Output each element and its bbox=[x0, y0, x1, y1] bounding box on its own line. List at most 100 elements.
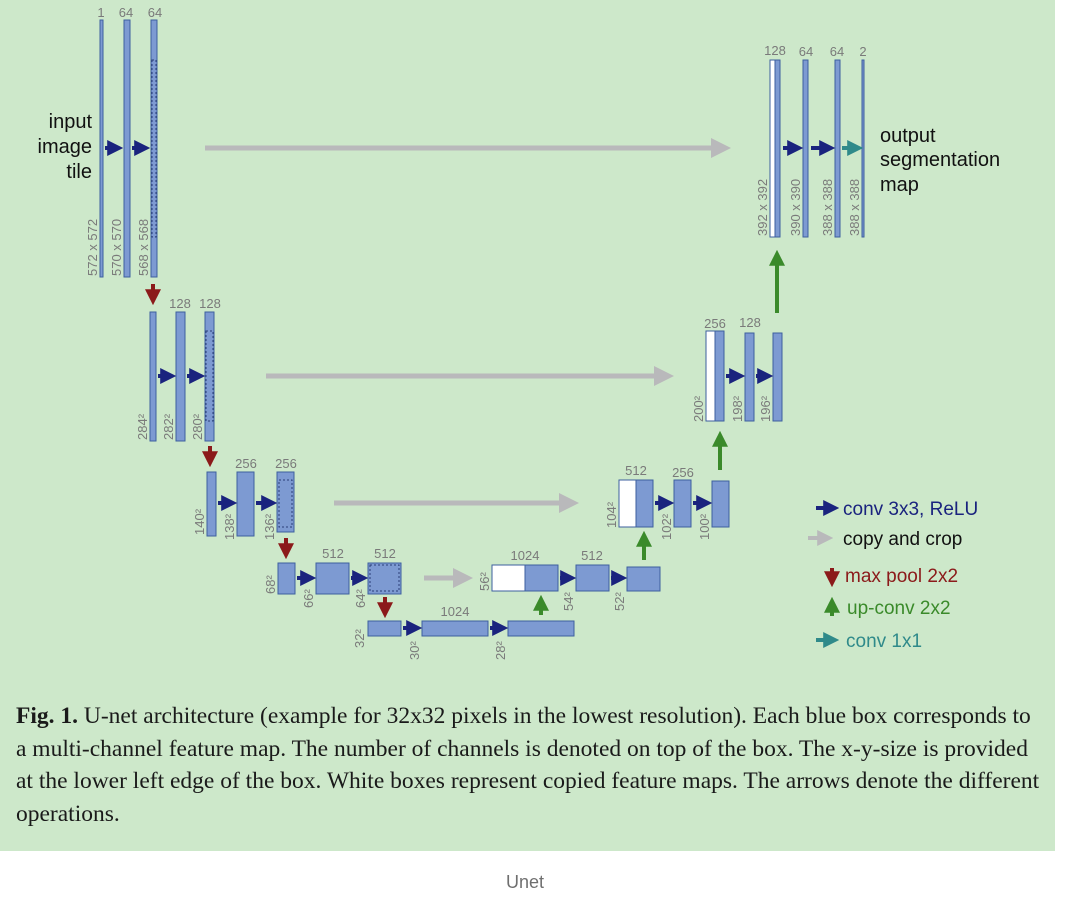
crop-regions bbox=[151, 59, 400, 592]
copied-feature-map-box bbox=[769, 59, 776, 238]
size-label: 68² bbox=[263, 575, 278, 594]
crop-region bbox=[369, 564, 400, 592]
feature-map-box bbox=[99, 19, 104, 278]
channel-label: 512 bbox=[374, 546, 396, 561]
size-label: 64² bbox=[353, 589, 368, 608]
feature-map-box bbox=[123, 19, 131, 278]
output-label: output segmentation map bbox=[880, 125, 1000, 196]
feature-map-box bbox=[236, 471, 255, 537]
crop-region bbox=[278, 479, 293, 528]
legend-conv-label: conv 3x3, ReLU bbox=[843, 499, 978, 520]
unet-diagram: 1 64 64 128 128 256 256 512 512 1024 102… bbox=[38, 5, 1001, 660]
figure-caption-text: U-net architecture (example for 32x32 pi… bbox=[16, 703, 1040, 827]
legend: conv 3x3, ReLU copy and crop max pool 2x… bbox=[808, 499, 978, 652]
size-label: 102² bbox=[659, 513, 674, 540]
legend-conv1x1-label: conv 1x1 bbox=[846, 631, 922, 652]
feature-map-box bbox=[315, 562, 350, 595]
size-label: 138² bbox=[222, 513, 237, 540]
size-label: 196² bbox=[758, 395, 773, 422]
feature-map-box bbox=[507, 620, 575, 637]
upconv-arrows bbox=[533, 249, 785, 615]
feature-map-box bbox=[711, 480, 730, 528]
size-label: 198² bbox=[730, 395, 745, 422]
size-label: 140² bbox=[192, 508, 207, 535]
size-label: 136² bbox=[262, 513, 277, 540]
feature-map-box bbox=[421, 620, 489, 637]
channel-label: 256 bbox=[704, 316, 726, 331]
channel-label: 128 bbox=[169, 296, 191, 311]
conv-arrows bbox=[105, 140, 836, 636]
channel-label: 256 bbox=[275, 456, 297, 471]
output-label-line: map bbox=[880, 174, 919, 196]
size-label: 392 x 392 bbox=[755, 179, 770, 236]
input-label-line: input bbox=[49, 111, 93, 133]
pool-arrows bbox=[145, 284, 393, 619]
size-label: 388 x 388 bbox=[847, 179, 862, 236]
channel-label: 1 bbox=[97, 5, 104, 20]
figure-caption-label: Fig. 1. bbox=[16, 703, 79, 729]
channel-label: 256 bbox=[235, 456, 257, 471]
channel-label: 2 bbox=[859, 44, 866, 59]
channel-label: 128 bbox=[764, 43, 786, 58]
size-labels: 572 x 572 570 x 570 568 x 568 284² 282² … bbox=[85, 179, 862, 660]
feature-map-box bbox=[673, 479, 692, 528]
feature-map-box bbox=[367, 562, 402, 595]
channel-label: 256 bbox=[672, 465, 694, 480]
size-label: 280² bbox=[190, 413, 205, 440]
copy-arrows bbox=[205, 138, 731, 588]
size-label: 200² bbox=[691, 395, 706, 422]
channel-label: 512 bbox=[322, 546, 344, 561]
channel-label: 64 bbox=[799, 44, 813, 59]
size-label: 568 x 568 bbox=[136, 219, 151, 276]
legend-upconv-label: up-conv 2x2 bbox=[847, 598, 951, 619]
crop-region bbox=[151, 59, 157, 238]
feature-map-box bbox=[150, 19, 158, 278]
figure-caption: Fig. 1. U-net architecture (example for … bbox=[16, 700, 1046, 830]
output-label-line: output bbox=[880, 125, 936, 147]
feature-map-box bbox=[802, 59, 809, 238]
size-label: 388 x 388 bbox=[820, 179, 835, 236]
feature-map-box bbox=[276, 471, 295, 533]
feature-map-box bbox=[626, 566, 661, 592]
feature-map-box bbox=[524, 564, 559, 592]
feature-map-box bbox=[774, 59, 781, 238]
image-caption: Unet bbox=[505, 872, 545, 892]
legend-copy-label: copy and crop bbox=[843, 529, 962, 550]
feature-map-box bbox=[206, 471, 217, 537]
size-label: 52² bbox=[612, 592, 627, 611]
size-label: 104² bbox=[604, 501, 619, 528]
channel-label: 1024 bbox=[511, 548, 540, 563]
input-label: input image tile bbox=[38, 111, 93, 183]
feature-map-box bbox=[575, 564, 610, 592]
channel-label: 64 bbox=[148, 5, 162, 20]
copied-feature-map-box bbox=[491, 564, 526, 592]
feature-map-box bbox=[367, 620, 402, 637]
feature-map-box bbox=[175, 311, 186, 442]
input-label-line: image bbox=[38, 136, 92, 158]
input-label-line: tile bbox=[66, 161, 92, 183]
size-label: 390 x 390 bbox=[788, 179, 803, 236]
legend-pool-label: max pool 2x2 bbox=[845, 566, 958, 587]
copied-feature-map-box bbox=[618, 479, 637, 528]
size-label: 54² bbox=[561, 592, 576, 611]
channel-label: 512 bbox=[625, 463, 647, 478]
crop-region bbox=[205, 330, 214, 422]
feature-map-box bbox=[744, 332, 755, 422]
channel-label: 128 bbox=[739, 315, 761, 330]
feature-map-box bbox=[772, 332, 783, 422]
output-label-line: segmentation bbox=[880, 149, 1000, 171]
size-label: 30² bbox=[407, 641, 422, 660]
size-label: 100² bbox=[697, 513, 712, 540]
channel-label: 512 bbox=[581, 548, 603, 563]
channel-label: 1024 bbox=[441, 604, 470, 619]
size-label: 572 x 572 bbox=[85, 219, 100, 276]
feature-map-box bbox=[635, 479, 654, 528]
size-label: 56² bbox=[477, 572, 492, 591]
channel-labels: 1 64 64 128 128 256 256 512 512 1024 102… bbox=[97, 5, 866, 619]
feature-map-box bbox=[834, 59, 841, 238]
feature-map-box bbox=[861, 59, 865, 238]
size-label: 570 x 570 bbox=[109, 219, 124, 276]
size-label: 66² bbox=[301, 589, 316, 608]
size-label: 28² bbox=[493, 641, 508, 660]
copied-feature-map-box bbox=[705, 330, 716, 422]
